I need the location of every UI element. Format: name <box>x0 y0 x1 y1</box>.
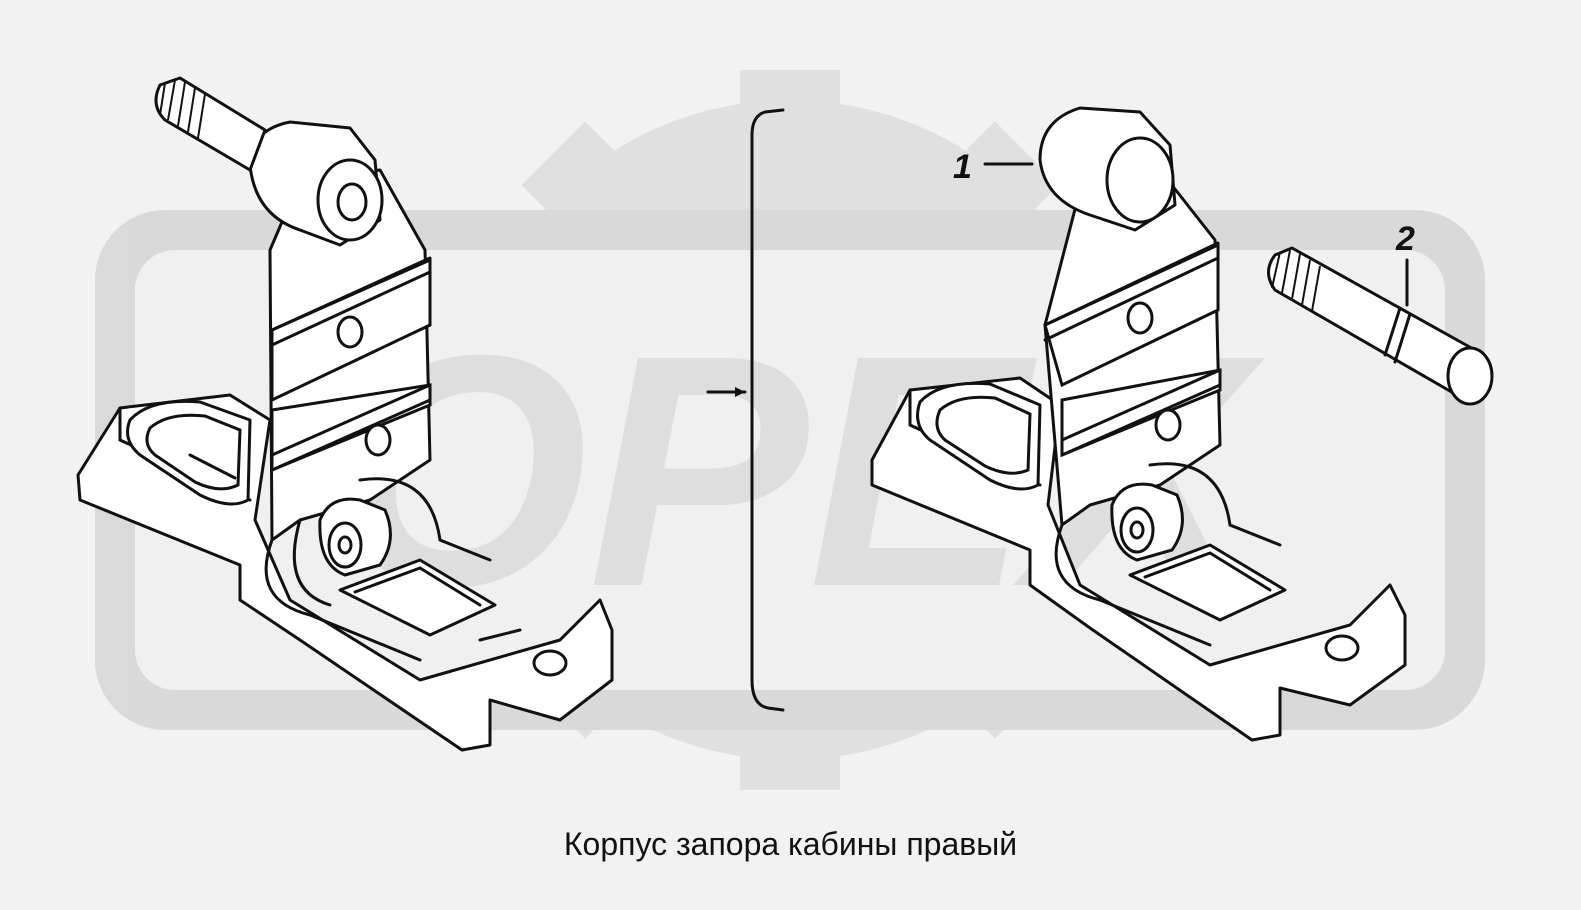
callout-1-label: 1 <box>953 148 972 186</box>
callout-2: 2 <box>1395 220 1415 307</box>
diagram-caption: Корпус запора кабины правый <box>563 826 1018 862</box>
left-assembly <box>76 76 614 752</box>
right-assembly <box>870 106 1494 742</box>
callout-1: 1 <box>953 148 1034 186</box>
exploded-bracket <box>706 108 785 712</box>
callout-2-label: 2 <box>1395 220 1415 258</box>
